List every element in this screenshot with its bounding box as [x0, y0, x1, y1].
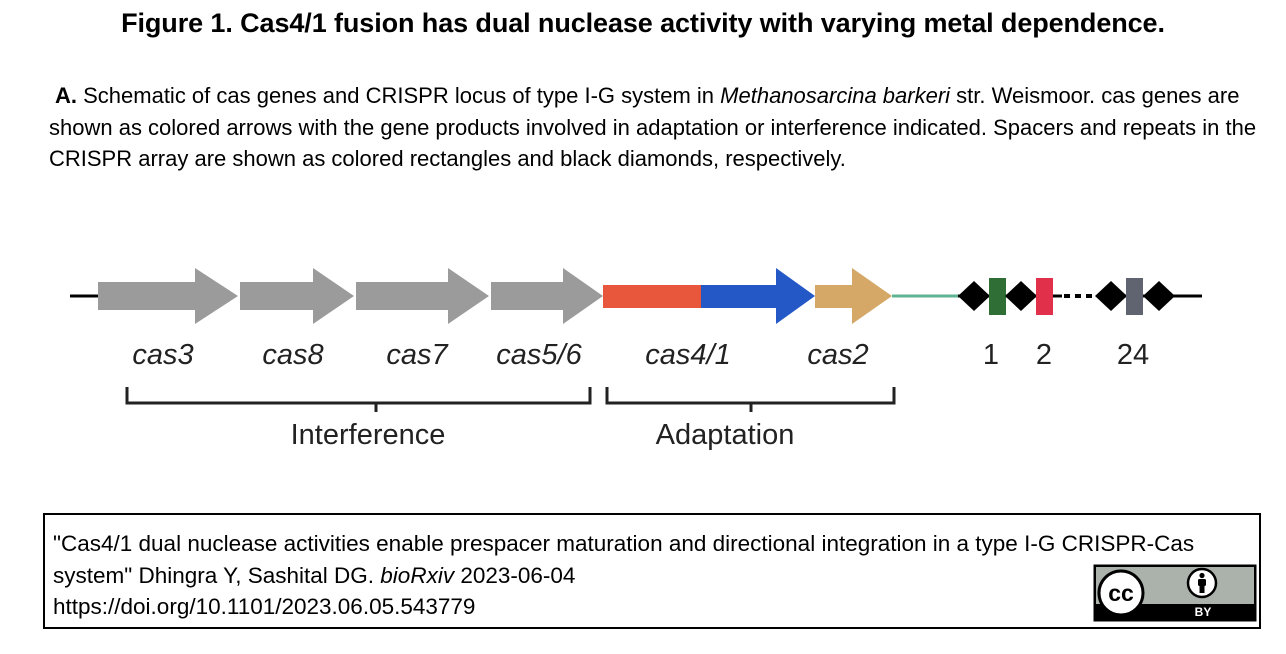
crispr-locus-diagram: cas3 cas8 cas7 cas5/6 cas4/1 cas2 1 2 24… — [70, 268, 1202, 451]
spacer-label-1: 1 — [983, 339, 999, 371]
figure-title: Figure 1. Cas4/1 fusion has dual nucleas… — [121, 8, 1165, 38]
repeat-diamond — [958, 281, 990, 311]
gene-label-cas4-1: cas4/1 — [645, 339, 730, 371]
cc-text: cc — [1108, 580, 1134, 606]
person-icon-head — [1199, 572, 1205, 579]
person-icon-body — [1198, 579, 1206, 586]
group-label-adaptation: Adaptation — [656, 419, 795, 451]
group-label-interference: Interference — [291, 419, 446, 451]
adaptation-bracket — [605, 387, 896, 412]
spacer-rect-24 — [1126, 278, 1143, 315]
panel-label: A. — [55, 83, 77, 108]
repeat-diamond — [1143, 281, 1175, 311]
interference-bracket — [125, 387, 592, 412]
gene-arrow-cas8 — [240, 268, 354, 324]
citation-date: 2023-06-04 — [454, 562, 576, 588]
gene-segment-cas4 — [603, 285, 701, 308]
gene-label-cas2: cas2 — [807, 339, 868, 371]
caption-text-after: str. Weismoor. cas genes are shown as co… — [49, 83, 1257, 171]
citation-title-authors: "Cas4/1 dual nuclease activities enable … — [53, 531, 1195, 588]
spacer-label-2: 2 — [1036, 339, 1052, 371]
citation-box: "Cas4/1 dual nuclease activities enable … — [43, 513, 1261, 629]
gene-arrow-cas5-6 — [491, 268, 603, 324]
citation-journal: bioRxiv — [380, 562, 455, 588]
gene-arrow-cas2 — [815, 268, 892, 324]
spacer-rect-2 — [1036, 278, 1053, 315]
gene-label-cas5-6: cas5/6 — [496, 339, 582, 371]
repeat-diamond — [1095, 281, 1127, 311]
gene-label-cas8: cas8 — [262, 339, 323, 371]
figure-caption: A. Schematic of cas genes and CRISPR loc… — [49, 80, 1264, 175]
caption-text-before: Schematic of cas genes and CRISPR locus … — [77, 83, 721, 108]
citation-doi: https://doi.org/10.1101/2023.06.05.54377… — [53, 594, 476, 619]
repeat-diamond — [1005, 281, 1037, 311]
gene-arrow-cas1 — [701, 268, 815, 324]
gene-arrow-cas3 — [98, 268, 238, 324]
cc-by-license-icon: cc BY — [1093, 564, 1257, 622]
gene-label-cas3: cas3 — [132, 339, 193, 371]
citation-text: "Cas4/1 dual nuclease activities enable … — [53, 528, 1259, 591]
gene-arrow-cas7 — [356, 268, 489, 324]
spacer-label-24: 24 — [1117, 339, 1149, 371]
by-text: BY — [1195, 605, 1212, 619]
gene-label-cas7: cas7 — [386, 339, 449, 371]
spacer-rect-1 — [989, 278, 1006, 315]
species-name: Methanosarcina barkeri — [720, 83, 951, 108]
